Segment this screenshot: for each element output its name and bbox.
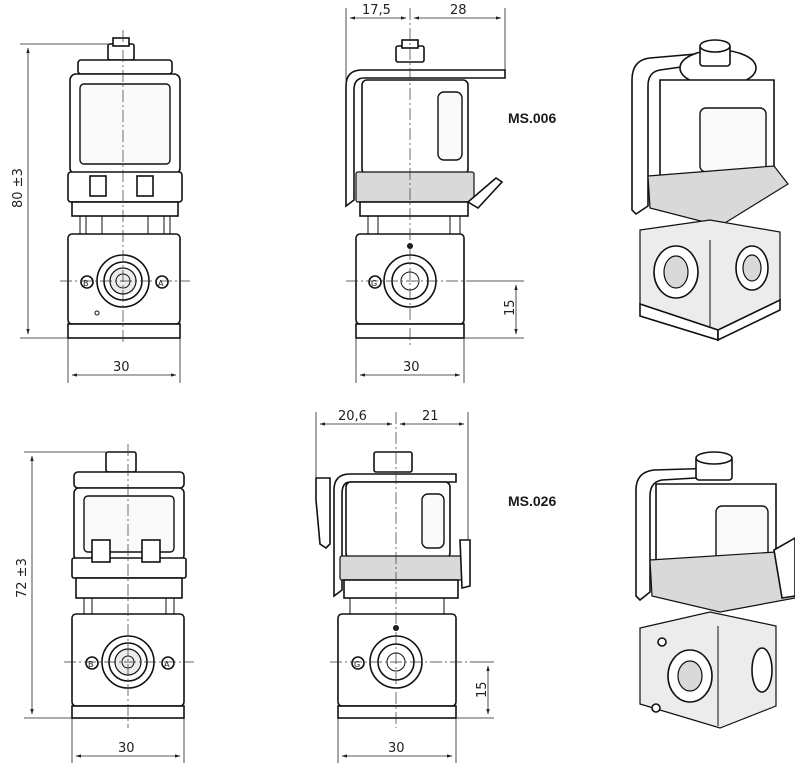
- port-mark-a-top: A: [158, 279, 164, 288]
- ms026-isometric-view: [635, 451, 795, 729]
- ms026-side-left-label: 20,6: [338, 409, 367, 424]
- ms026-front-width-label: 30: [118, 741, 135, 756]
- ms006-side-top-dimension: 17,5 28: [345, 3, 506, 86]
- ms006-side-width-label: 30: [403, 360, 420, 375]
- ms006-height-dimension: 80 ±3: [11, 43, 108, 339]
- port-mark-g-top: G: [371, 279, 377, 288]
- ms026-side-right-label: 21: [422, 409, 439, 424]
- ms026-side-width-label: 30: [388, 741, 405, 756]
- ms006-isometric-view: [631, 39, 789, 342]
- ms026-side-top-dimension: 20,6 21: [315, 409, 469, 540]
- ms006-port-dimension: 15: [464, 280, 524, 339]
- ms026-front-width-dimension: 30: [71, 718, 185, 763]
- port-mark-b-bottom: B: [88, 660, 94, 669]
- port-mark-b-top: B: [83, 279, 89, 288]
- ms026-height-dimension: 72 ±3: [15, 451, 106, 719]
- ms006-side-left-label: 17,5: [362, 3, 391, 18]
- model-label-ms026: MS.026: [508, 493, 557, 509]
- ms026-height-label: 72 ±3: [15, 558, 30, 598]
- port-markers: B A G B A G: [83, 279, 377, 669]
- ms026-port-dimension: 15: [456, 661, 494, 719]
- ms026-port-label: 15: [475, 681, 490, 698]
- ms006-height-label: 80 ±3: [11, 168, 26, 208]
- ms006-side-right-label: 28: [450, 3, 467, 18]
- ms006-front-width-dimension: 30: [67, 338, 181, 383]
- ms006-front-view: [60, 30, 190, 345]
- model-label-ms006: MS.006: [508, 110, 557, 126]
- ms026-side-width-dimension: 30: [337, 718, 457, 763]
- port-mark-g-bottom: G: [354, 660, 360, 669]
- ms006-side-width-dimension: 30: [355, 338, 465, 383]
- ms026-front-view: [64, 444, 194, 728]
- ms026-side-view: [315, 412, 471, 728]
- ms006-front-width-label: 30: [113, 360, 130, 375]
- port-mark-a-bottom: A: [164, 660, 170, 669]
- ms006-port-label: 15: [503, 299, 518, 316]
- ms006-side-view: [345, 8, 506, 345]
